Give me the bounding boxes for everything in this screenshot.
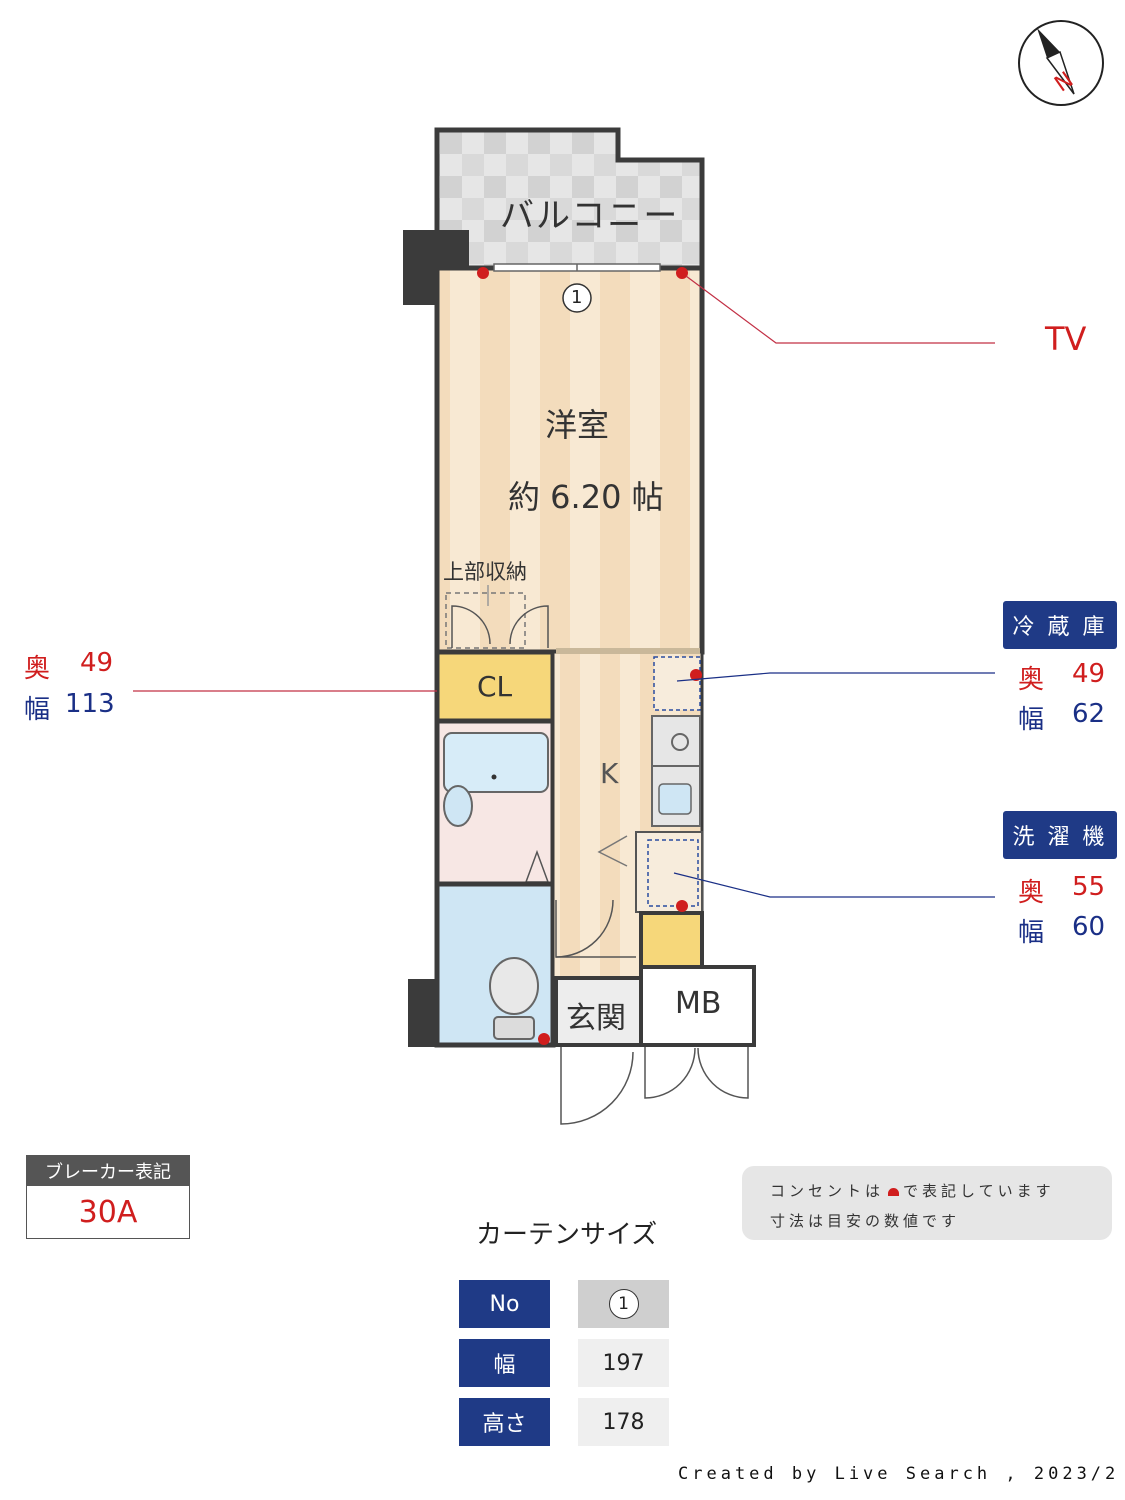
kitchen-label: K — [600, 757, 619, 790]
credit-text: Created by Live Search , 2023/2 — [678, 1464, 1120, 1484]
closet-width-value: 113 — [65, 689, 115, 719]
outlet-symbol-icon — [888, 1188, 900, 1196]
toilet — [489, 957, 539, 1040]
fridge-leader-line — [676, 672, 995, 682]
note-line-2: 寸法は目安の数値です — [770, 1212, 961, 1230]
breaker-title: ブレーカー表記 — [27, 1156, 189, 1186]
tv-leader-line — [685, 275, 995, 344]
tv-label: TV — [1045, 320, 1087, 358]
washer-leader-line — [673, 872, 995, 898]
washer-space — [647, 839, 699, 907]
washer-depth-value: 55 — [1072, 872, 1106, 902]
closet-label: CL — [477, 670, 513, 703]
washer-width-label: 幅 — [1018, 918, 1045, 948]
entrance-label: 玄関 — [566, 1001, 626, 1036]
entrance-door — [555, 899, 636, 958]
washer-width-value: 60 — [1072, 912, 1106, 942]
breaker-box: ブレーカー表記 30A — [26, 1155, 190, 1239]
bathtub — [443, 732, 549, 793]
note-line-1-start: コンセントは — [770, 1182, 885, 1200]
closet-area — [434, 649, 556, 724]
curtain-row-value-no: 1 — [578, 1280, 669, 1328]
compass-icon — [1018, 20, 1104, 106]
western-room — [434, 265, 705, 655]
fridge-depth-label: 奥 — [1018, 665, 1045, 695]
shoe-storage — [639, 911, 704, 969]
curtain-no-value: 1 — [608, 1289, 639, 1319]
curtain-title: カーテンサイズ — [476, 1220, 658, 1250]
western-room-size: 約 6.20 帖 — [508, 478, 664, 516]
fridge-space — [653, 656, 701, 711]
curtain-row-head-width: 幅 — [459, 1339, 550, 1387]
washer-title-badge: 洗 濯 機 — [1003, 811, 1117, 859]
curtain-width-value: 197 — [578, 1339, 669, 1387]
closet-depth-value: 49 — [80, 648, 114, 678]
curtain-marker-label: 1 — [571, 287, 583, 308]
upper-storage-label: 上部収納 — [443, 560, 527, 584]
washer-depth-label: 奥 — [1018, 878, 1045, 908]
outlets — [477, 267, 702, 1045]
curtain-height-value: 178 — [578, 1398, 669, 1446]
washer-area — [635, 831, 703, 913]
western-room-label: 洋室 — [545, 406, 610, 444]
fridge-depth-value: 49 — [1072, 659, 1106, 689]
note-line-1-end: で表記しています — [903, 1182, 1055, 1200]
curtain-row-head-no: No — [459, 1280, 550, 1328]
washbasin — [443, 785, 473, 827]
curtain-marker-circle — [562, 283, 592, 313]
closet-width-label: 幅 — [24, 695, 51, 725]
meter-box-area — [639, 965, 756, 1047]
curtain-row-head-height: 高さ — [459, 1398, 550, 1446]
window — [493, 263, 661, 272]
fridge-width-label: 幅 — [1018, 705, 1045, 735]
note-line-1: コンセントはで表記しています — [770, 1180, 1055, 1201]
closet-depth-label: 奥 — [24, 654, 51, 684]
note-box: コンセントはで表記しています 寸法は目安の数値です — [742, 1166, 1112, 1240]
fridge-title-badge: 冷 蔵 庫 — [1003, 601, 1117, 649]
upper-storage-doors — [445, 585, 549, 649]
breaker-value: 30A — [78, 1194, 138, 1230]
exterior-doors — [560, 1047, 749, 1125]
stove — [651, 715, 701, 767]
meter-box-label: MB — [675, 986, 722, 1021]
balcony-label: バルコニー — [500, 196, 680, 236]
fridge-width-value: 62 — [1072, 699, 1106, 729]
